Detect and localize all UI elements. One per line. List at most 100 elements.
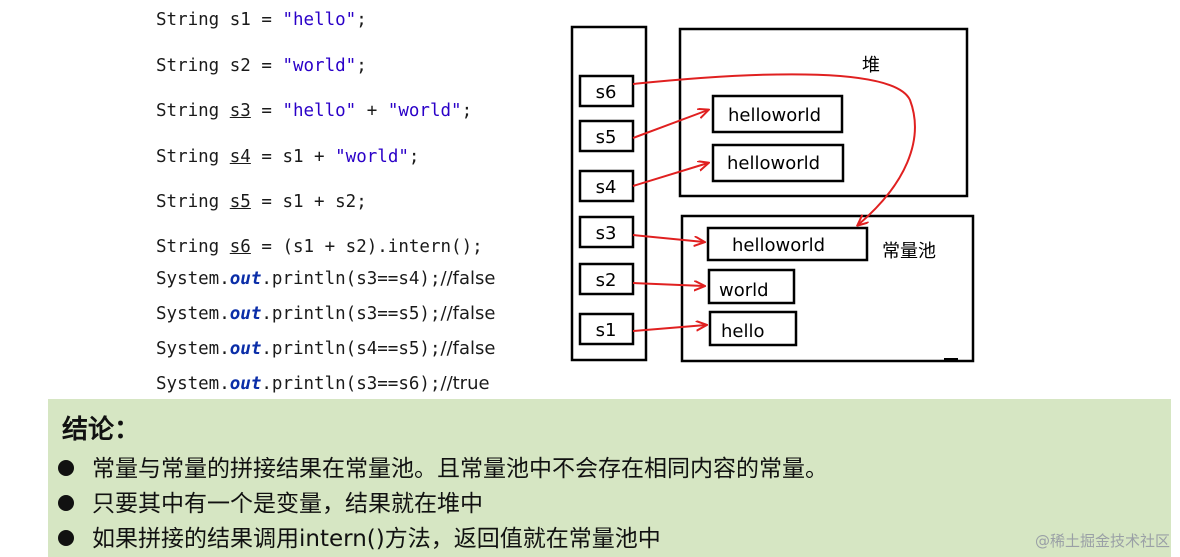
code-end: ;: [461, 101, 473, 121]
heap-object-1: [711, 94, 844, 134]
code-end: ;: [408, 147, 420, 167]
code-string: "hello": [282, 10, 357, 30]
code-line-1: String s1 = "hello";: [156, 10, 367, 30]
stack-var-s5: s5: [578, 119, 635, 153]
code-expr: s1 + s2;: [282, 192, 367, 212]
stack-frame: [570, 25, 648, 362]
code-field: out: [229, 304, 262, 324]
code-type: String: [156, 237, 230, 257]
code-call: .println(s4==s5);: [261, 339, 441, 359]
pool-object-world: [707, 268, 796, 305]
code-op: =: [250, 237, 283, 257]
code-print-2: System.out.println(s3==s5);//false: [156, 305, 495, 324]
stack-var-box: [578, 312, 635, 346]
code-comment: //false: [440, 303, 496, 324]
memory-diagram: s6 s5 s4 s3 s2 s1 堆 helloworld helloworl…: [570, 25, 975, 363]
bullet-dot-icon: [58, 494, 74, 511]
pool-object-label: helloworld: [732, 235, 825, 256]
pool-object-label: world: [719, 280, 769, 301]
stack-var-s6: s6: [578, 74, 635, 108]
stack-var-label: s2: [596, 270, 617, 291]
stack-var-label: s5: [596, 127, 617, 148]
code-op: =: [250, 56, 283, 76]
code-var: s4: [229, 147, 251, 167]
stack-var-label: s1: [596, 320, 617, 341]
stack-var-box: [578, 215, 635, 249]
code-type: String: [156, 10, 230, 30]
code-var: s5: [229, 192, 251, 212]
code-type: String: [156, 192, 230, 212]
code-type: String: [156, 56, 230, 76]
bullet-text: 如果拼接的结果调用intern()方法，返回值就在常量池中: [92, 526, 661, 552]
code-prefix: System.: [156, 339, 230, 359]
stack-var-s1: s1: [578, 312, 635, 346]
code-print-3: System.out.println(s4==s5);//false: [156, 340, 495, 359]
arrow-s3-pool: [632, 234, 704, 242]
watermark: @稀土掘金技术社区: [1034, 532, 1170, 550]
conclusion-panel: 结论： 常量与常量的拼接结果在常量池。且常量池中不会存在相同内容的常量。 只要其…: [48, 399, 1171, 557]
arrow-s6-pool: [632, 73, 916, 225]
conclusion-bullet-3: 如果拼接的结果调用intern()方法，返回值就在常量池中: [58, 519, 661, 553]
heap-object-label: helloworld: [728, 105, 821, 126]
code-call: .println(s3==s4);: [261, 269, 441, 289]
code-var: s2: [229, 56, 251, 76]
code-var: s3: [229, 101, 251, 121]
stack-var-s4: s4: [578, 169, 635, 203]
code-op: =: [250, 192, 283, 212]
stack-var-s3: s3: [578, 215, 635, 249]
code-comment: //false: [440, 338, 496, 359]
code-string: "hello": [282, 101, 357, 121]
code-var: s1: [229, 10, 251, 30]
stack-var-s2: s2: [578, 262, 635, 296]
code-string: "world": [335, 147, 409, 167]
pool-corner-mark: [944, 358, 958, 362]
code-string: "world": [282, 56, 357, 76]
code-comment: //true: [440, 373, 490, 394]
code-field: out: [229, 374, 262, 394]
code-call: .println(s3==s6);: [261, 374, 441, 394]
code-op: =: [250, 147, 283, 167]
stack-var-box: [578, 169, 635, 203]
arrow-s4-heap: [632, 163, 708, 187]
stack-var-label: s4: [596, 177, 617, 198]
pool-object-hello: [708, 310, 798, 347]
code-comment: //false: [440, 268, 496, 289]
code-prefix: System.: [156, 304, 230, 324]
code-call: .println(s3==s5);: [261, 304, 441, 324]
code-type: String: [156, 147, 230, 167]
code-end: ;: [356, 10, 367, 30]
bullet-text: 常量与常量的拼接结果在常量池。且常量池中不会存在相同内容的常量。: [92, 456, 828, 482]
conclusion-bullet-2: 只要其中有一个是变量，结果就在堆中: [58, 484, 483, 518]
code-line-5: String s5 = s1 + s2;: [156, 192, 367, 212]
stack-var-label: s6: [596, 82, 617, 103]
code-prefix: System.: [156, 269, 230, 289]
code-type: String: [156, 101, 230, 121]
stack-var-box: [578, 262, 635, 296]
code-prefix: System.: [156, 374, 230, 394]
heap-object-2: [711, 143, 845, 183]
stack-var-box: [578, 74, 635, 108]
constant-pool-label: 常量池: [882, 241, 936, 262]
bullet-dot-icon: [58, 529, 74, 546]
code-end: ;: [356, 56, 367, 76]
heap-label: 堆: [862, 55, 880, 76]
code-op: +: [356, 101, 388, 121]
stack-var-label: s3: [596, 223, 617, 244]
code-expr: (s1 + s2).intern();: [282, 237, 483, 257]
arrow-s5-heap: [632, 110, 708, 139]
bullet-dot-icon: [58, 459, 74, 476]
constant-pool-region: [680, 214, 975, 363]
code-var: s6: [229, 237, 251, 257]
code-line-3: String s3 = "hello" + "world";: [156, 101, 473, 121]
conclusion-title: 结论：: [62, 415, 141, 445]
pool-object-helloworld: [706, 226, 869, 262]
code-op: =: [250, 101, 283, 121]
heap-region: [678, 27, 969, 198]
code-string: "world": [387, 101, 462, 121]
code-print-1: System.out.println(s3==s4);//false: [156, 270, 495, 289]
code-field: out: [229, 339, 262, 359]
stack-var-box: [578, 119, 635, 153]
code-line-2: String s2 = "world";: [156, 56, 367, 76]
heap-object-label: helloworld: [727, 153, 820, 174]
code-field: out: [229, 269, 262, 289]
